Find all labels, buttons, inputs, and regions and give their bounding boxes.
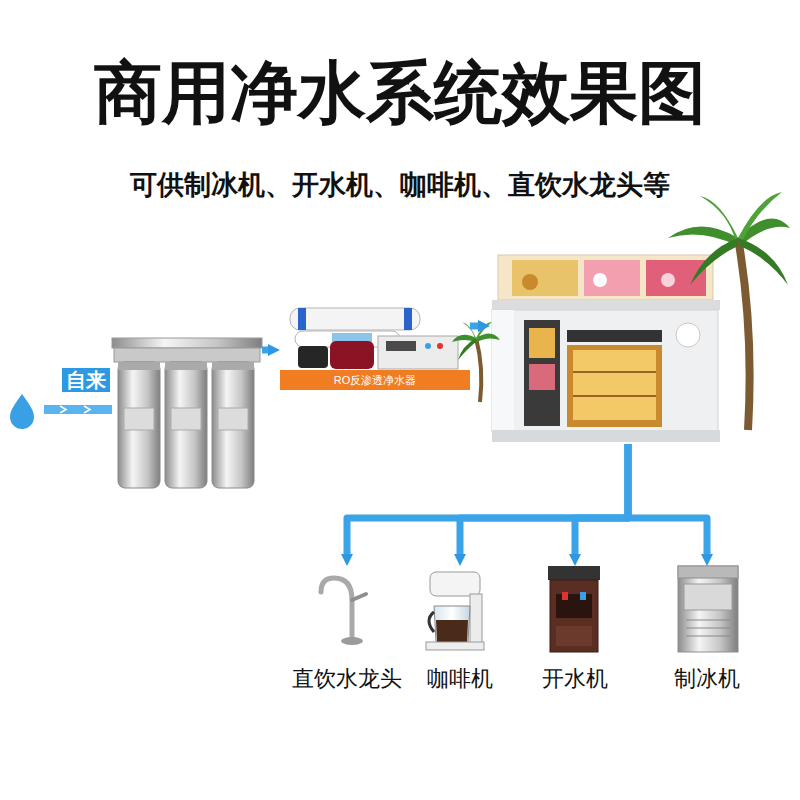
ice-machine-illustration	[678, 566, 738, 652]
node-text: 咖啡机	[425, 666, 495, 692]
flow-arrow	[60, 406, 90, 413]
device-node: 制冰机	[666, 566, 748, 692]
water-pipe	[262, 347, 268, 354]
diagram-title: 商用净水系统效果图	[94, 58, 706, 126]
ro-purifier: RO反渗透净水器	[280, 300, 470, 390]
water-pipe	[575, 444, 628, 554]
inlet-label: 自来	[62, 368, 110, 392]
shop-kiosk	[492, 255, 720, 442]
palm-tree	[668, 192, 790, 430]
device-node: 咖啡机	[419, 566, 501, 692]
node-text: 直饮水龙头	[290, 666, 404, 692]
prefilter-unit	[112, 338, 262, 488]
ro-unit	[280, 308, 470, 390]
faucet-illustration	[321, 578, 366, 645]
water-drop	[10, 394, 34, 429]
palm-tree	[452, 322, 500, 402]
water-dispenser-illustration	[548, 566, 600, 652]
shop-kiosk	[490, 252, 720, 444]
node-text: 制冰机	[672, 666, 742, 692]
device-node: 开水机	[534, 566, 616, 692]
label-holder: 可供制冰机、开水机、咖啡机、直饮水龙头等	[0, 171, 800, 201]
inlet-pipe	[44, 405, 112, 414]
coffee-maker-illustration	[426, 572, 484, 650]
water-pipe	[628, 444, 707, 554]
label-holder: 自来	[62, 368, 110, 392]
title-holder: 商用净水系统效果图	[0, 58, 800, 126]
water-pipe	[460, 444, 628, 554]
subtitle: 可供制冰机、开水机、咖啡机、直饮水龙头等	[130, 171, 670, 201]
node-text: RO反渗透净水器	[328, 370, 423, 390]
node-text: 开水机	[540, 666, 610, 692]
water-pipe	[347, 444, 628, 554]
water-pipe	[470, 323, 478, 330]
prefilter-unit	[110, 338, 262, 492]
device-node: 直饮水龙头	[284, 566, 410, 692]
